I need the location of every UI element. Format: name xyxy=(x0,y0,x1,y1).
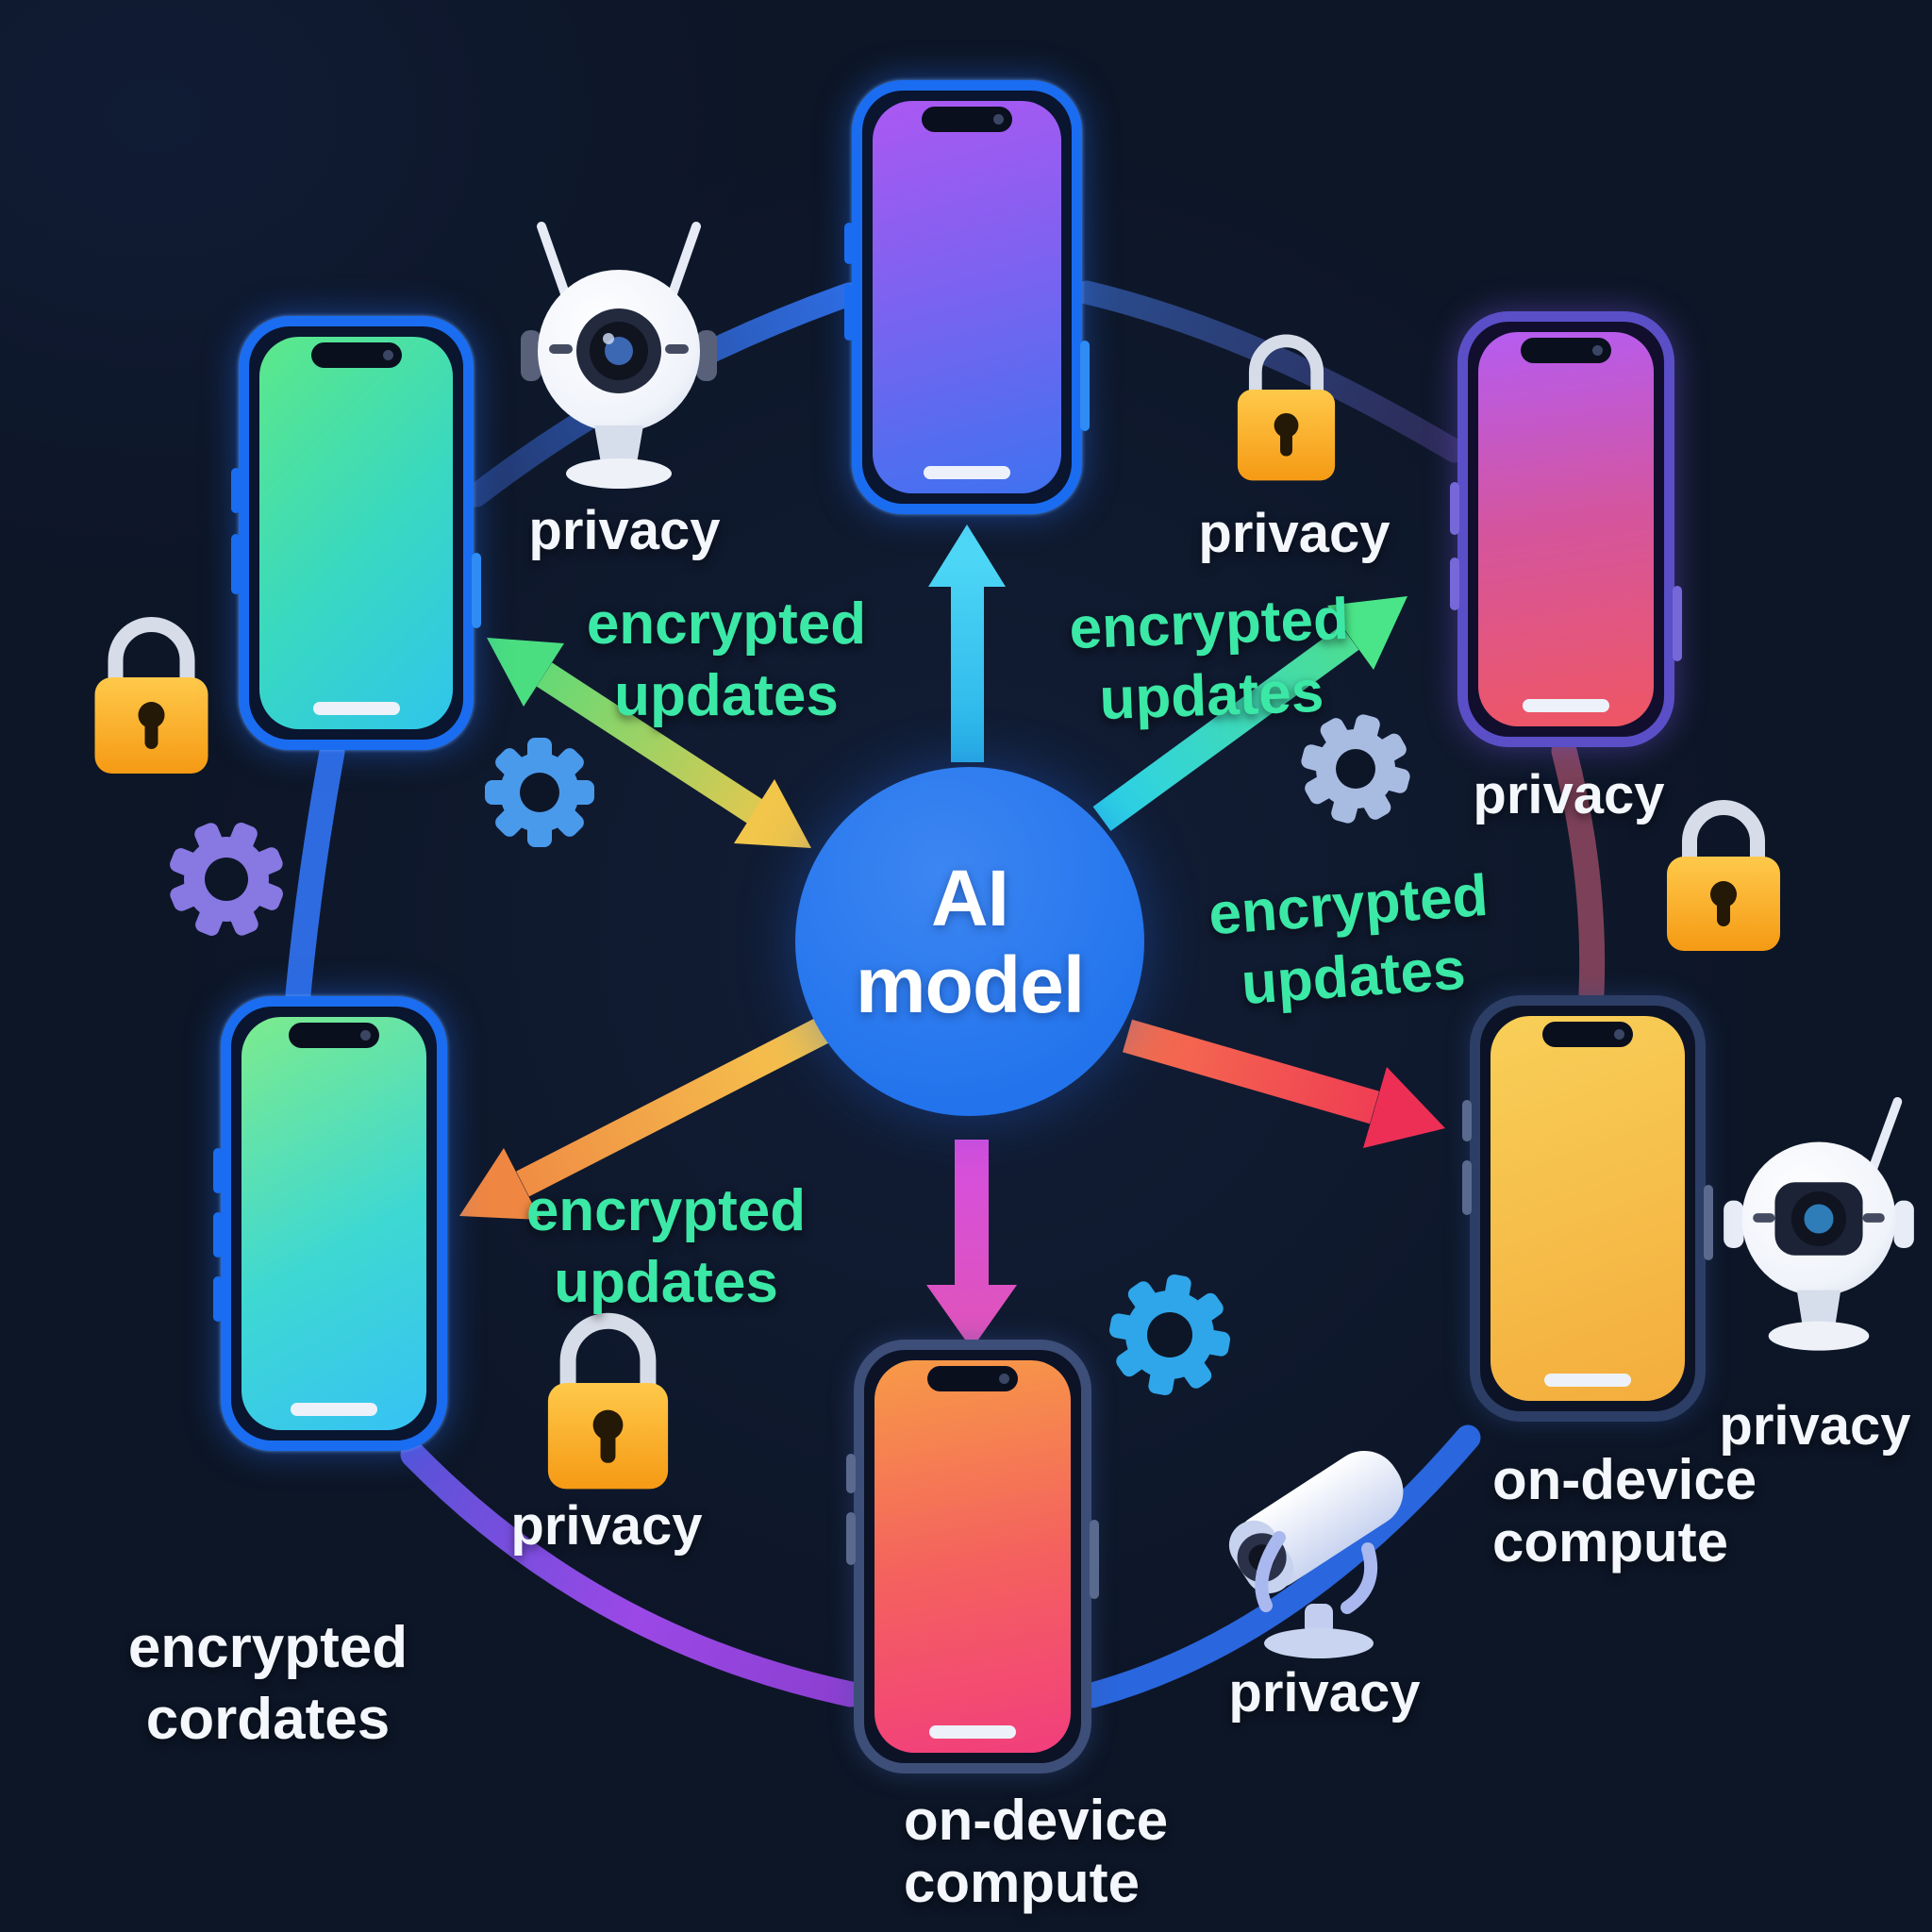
gear-icon xyxy=(1301,714,1410,824)
home-indicator xyxy=(291,1403,377,1416)
home-indicator xyxy=(929,1725,1016,1739)
smartphone-icon-top xyxy=(844,80,1090,514)
device-label-on-device-compute: on-device compute xyxy=(1492,1448,1757,1574)
side-button xyxy=(1450,482,1459,535)
privacy-label: privacy xyxy=(510,1495,703,1557)
home-indicator xyxy=(312,702,400,715)
home-indicator xyxy=(1523,699,1609,712)
gear-icon xyxy=(170,823,283,936)
home-indicator xyxy=(924,466,1010,479)
device-label-on-device-compute: on-device compute xyxy=(904,1789,1169,1914)
cctv-camera-icon xyxy=(1228,1450,1404,1658)
side-button xyxy=(844,223,854,264)
side-button xyxy=(844,284,854,341)
privacy-label: privacy xyxy=(528,500,721,561)
smartphone-icon-bottom-left xyxy=(213,996,447,1451)
side-button xyxy=(213,1212,223,1257)
arrow-down-left-icon xyxy=(459,1017,829,1220)
network-ring xyxy=(285,280,1606,1708)
phone-notch xyxy=(922,107,1012,132)
phone-notch xyxy=(289,1023,379,1048)
smartphone-icon-top-left xyxy=(231,316,481,750)
webcam-icon xyxy=(1724,1096,1914,1351)
phone-notch xyxy=(310,342,402,368)
edge-label-encrypted-updates: encrypted updates xyxy=(525,1178,807,1315)
gear-icon xyxy=(485,738,594,847)
side-button xyxy=(1450,558,1459,610)
privacy-label: privacy xyxy=(1198,503,1391,564)
privacy-label: privacy xyxy=(1473,764,1665,825)
ai-node-line2: model xyxy=(855,941,1085,1029)
smartphone-icon-top-right xyxy=(1450,311,1682,747)
side-button xyxy=(1462,1160,1472,1215)
camera-dot xyxy=(1592,345,1603,356)
arrow-bidirectional-icon xyxy=(487,638,811,848)
phone-screen xyxy=(259,337,453,729)
side-button xyxy=(231,468,241,513)
gear-icon xyxy=(1108,1274,1231,1396)
padlock-icon xyxy=(1237,334,1336,481)
arrow-down-icon xyxy=(926,1140,1017,1349)
side-button xyxy=(213,1276,223,1322)
phone-notch xyxy=(927,1366,1018,1391)
edge-label-encrypted-updates: encrypted updates xyxy=(1068,586,1350,733)
ai-node-line1: AI xyxy=(931,854,1009,942)
side-button xyxy=(1462,1100,1472,1141)
side-button xyxy=(1080,341,1090,431)
side-button xyxy=(213,1148,223,1193)
arrow-down-right-icon xyxy=(1122,1019,1445,1148)
side-button xyxy=(472,553,481,628)
arrow-up-right-icon xyxy=(1092,596,1407,831)
phone-notch xyxy=(1542,1022,1633,1047)
phone-screen xyxy=(1491,1016,1685,1401)
home-indicator xyxy=(1544,1374,1631,1387)
phone-notch xyxy=(1521,338,1611,363)
privacy-label: privacy xyxy=(1228,1662,1421,1724)
phone-screen xyxy=(1478,332,1654,726)
side-button xyxy=(1673,586,1682,661)
camera-dot xyxy=(360,1030,371,1041)
smartphone-icon-bottom-right xyxy=(1462,995,1713,1422)
phone-screen xyxy=(242,1017,426,1430)
arrow-up-icon xyxy=(928,525,1006,762)
device-label-encrypted-cordates: encrypted cordates xyxy=(127,1615,408,1752)
privacy-label: privacy xyxy=(1719,1395,1911,1457)
side-button xyxy=(846,1454,856,1493)
padlock-icon xyxy=(547,1312,669,1490)
padlock-icon xyxy=(94,617,208,774)
side-button xyxy=(1090,1520,1099,1599)
padlock-icon xyxy=(1667,800,1780,951)
ai-model-node: AI model xyxy=(795,767,1144,1116)
edge-label-encrypted-updates: encrypted updates xyxy=(586,591,867,728)
camera-dot xyxy=(999,1374,1009,1384)
phone-screen xyxy=(874,1360,1071,1753)
webcam-icon xyxy=(521,222,717,489)
camera-dot xyxy=(1614,1029,1624,1040)
side-button xyxy=(1704,1185,1713,1260)
phone-screen xyxy=(873,101,1061,493)
camera-dot xyxy=(993,114,1004,125)
side-button xyxy=(846,1512,856,1565)
camera-dot xyxy=(382,350,393,360)
side-button xyxy=(231,534,241,594)
smartphone-icon-bottom-center xyxy=(846,1340,1099,1774)
